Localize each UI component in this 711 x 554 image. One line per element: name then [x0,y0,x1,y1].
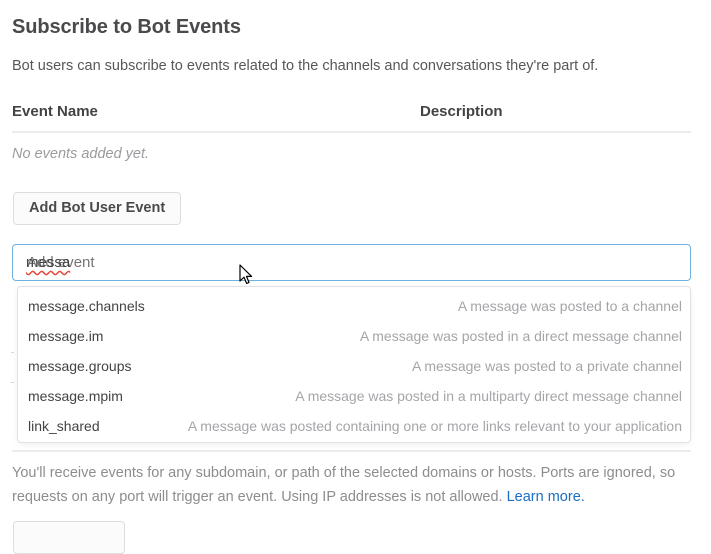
list-item[interactable]: message.channels A message was posted to… [18,291,690,321]
list-item[interactable]: message.mpim A message was posted in a m… [18,381,690,411]
suggestion-description: A message was posted in a direct message… [359,328,682,344]
section-divider [12,450,691,452]
suggestion-name: message.mpim [28,388,123,404]
suggestion-description: A message was posted in a multiparty dir… [295,388,682,404]
learn-more-link[interactable]: Learn more. [506,489,585,505]
background-artifact [11,352,14,353]
empty-state-message: No events added yet. [12,146,150,162]
page-title: Subscribe to Bot Events [12,16,241,38]
suggestion-description: A message was posted to a channel [457,298,682,314]
add-bot-user-event-button[interactable]: Add Bot User Event [13,192,182,225]
background-artifact [11,382,14,383]
column-header-description: Description [420,103,503,120]
bot-events-panel: Subscribe to Bot Events Bot users can su… [11,16,691,554]
suggestion-name: message.im [28,328,104,344]
column-header-event-name: Event Name [12,103,98,120]
section-description: Bot users can subscribe to events relate… [12,58,599,74]
list-item[interactable]: link_shared A message was posted contain… [18,411,690,441]
list-item[interactable]: message.im A message was posted in a dir… [18,321,690,351]
events-table-header: Event Name Description [12,103,691,131]
suggestion-description: A message was posted containing one or m… [187,418,682,434]
table-header-divider [12,131,691,133]
suggestion-description: A message was posted to a private channe… [411,358,682,374]
event-suggestions-dropdown[interactable]: message.channels A message was posted to… [17,286,691,443]
help-text: You'll receive events for any subdomain,… [12,461,682,509]
list-item[interactable]: message.groups A message was posted to a… [18,351,690,381]
suggestion-name: message.channels [28,298,145,314]
suggestion-name: link_shared [28,418,100,434]
help-text-body: You'll receive events for any subdomain,… [12,465,676,505]
bottom-action-button[interactable] [13,521,125,554]
suggestion-name: message.groups [28,358,132,374]
event-search-input[interactable] [12,244,691,281]
